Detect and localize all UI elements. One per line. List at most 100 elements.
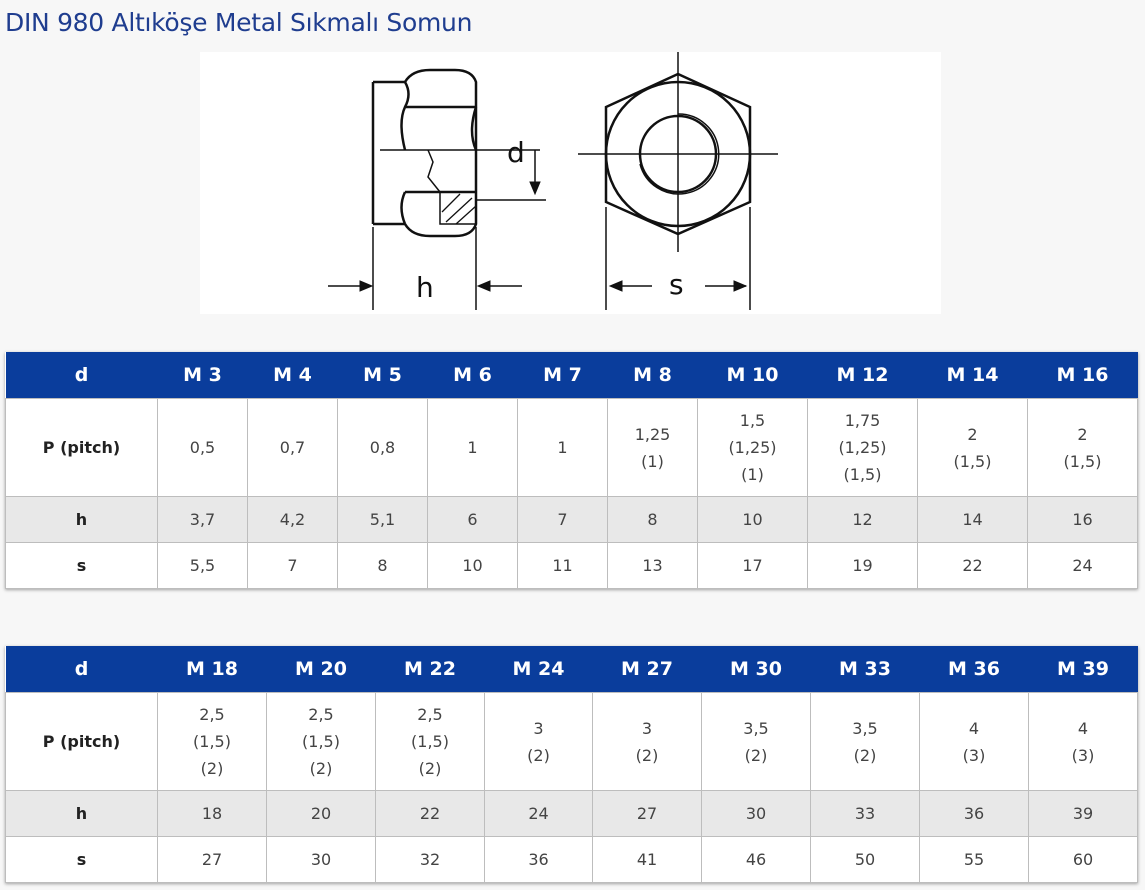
table-cell: 32 [375, 836, 485, 883]
table-cell: 50 [810, 836, 920, 883]
cell-value: 60 [1072, 850, 1094, 869]
table-cell: 1 [427, 398, 518, 497]
nut-drawing: d h s [328, 52, 778, 310]
table-cell: 3(2) [484, 692, 593, 791]
label-h: h [416, 271, 434, 304]
cell-value: 1 [557, 438, 568, 457]
table-cell: 3,7 [157, 496, 248, 543]
cell-value: 27 [201, 850, 223, 869]
cell-value: (3) [1071, 745, 1095, 765]
cell-value: 27 [636, 804, 658, 823]
cell-value: (1,5) [193, 732, 231, 751]
cell-value: (3) [962, 745, 986, 765]
table-cell: 60 [1028, 836, 1138, 883]
table-cell: 41 [592, 836, 702, 883]
column-header-size: M 8 [607, 352, 698, 399]
row-label: P (pitch) [5, 692, 158, 791]
cell-value: (1,5) [1063, 451, 1102, 471]
table-cell: 27 [157, 836, 267, 883]
cell-value: 24 [528, 804, 549, 823]
cell-value: 22 [419, 804, 441, 823]
table-cell: 33 [810, 790, 920, 837]
table-cell: 3(2) [592, 692, 702, 791]
table-cell: 1,25(1) [607, 398, 698, 497]
column-header-size: M 3 [157, 352, 248, 399]
cell-value: 1,5 [739, 411, 766, 430]
side-curve-right [470, 106, 478, 151]
column-header-size: M 36 [919, 646, 1029, 693]
cell-value: 2,5 [417, 705, 443, 724]
row-label: h [5, 790, 158, 837]
column-header-size: M 16 [1027, 352, 1138, 399]
cell-value: 18 [201, 804, 223, 823]
h-ext-lines [372, 227, 477, 310]
cell-value: (1) [741, 465, 764, 484]
side-outline-hex [403, 68, 478, 238]
cell-value: 0,7 [279, 438, 306, 457]
cell-value: 2,5 [308, 705, 334, 724]
table-cell: 10 [697, 496, 808, 543]
table-cell: 7 [517, 496, 608, 543]
row-label: h [5, 496, 158, 543]
cell-value: 4 [968, 718, 980, 738]
table-cell: 0,8 [337, 398, 428, 497]
column-header-size: M 33 [810, 646, 920, 693]
table-cell: 14 [917, 496, 1028, 543]
table-cell: 2 (1,5) [1027, 398, 1138, 497]
cell-value: 32 [419, 850, 441, 869]
table-cell: 10 [427, 542, 518, 589]
cell-value: 11 [552, 556, 573, 575]
insert-hatch [441, 193, 477, 225]
cell-value: (2) [853, 745, 877, 765]
table-cell: 36 [919, 790, 1029, 837]
table-cell: 22 [375, 790, 485, 837]
cell-value: (2) [635, 745, 659, 765]
cell-value: 8 [377, 556, 388, 575]
cell-value: 0,8 [369, 438, 396, 457]
column-header-size: M 18 [157, 646, 267, 693]
nut-diagram: d h s [200, 52, 941, 314]
cell-value: 24 [1072, 556, 1093, 575]
column-header-size: M 12 [807, 352, 918, 399]
table-cell: 4(3) [1028, 692, 1138, 791]
cell-value: (2) [309, 759, 333, 778]
table-cell: 5,5 [157, 542, 248, 589]
table-cell: 11 [517, 542, 608, 589]
table-cell: 3,5(2) [810, 692, 920, 791]
table-cell: 13 [607, 542, 698, 589]
cell-value: 1,25 [634, 424, 671, 444]
column-header-size: M 27 [592, 646, 702, 693]
cell-value: (2) [744, 745, 768, 765]
cell-value: 7 [557, 510, 568, 529]
table-cell: 27 [592, 790, 702, 837]
table-cell: 36 [484, 836, 593, 883]
column-header-size: M 24 [484, 646, 593, 693]
cell-value: (2) [200, 759, 224, 778]
side-curve-top [400, 81, 410, 151]
column-header-d: d [5, 646, 158, 693]
cell-value: 6 [467, 510, 478, 529]
cell-value: (1,5) [411, 732, 449, 751]
table-cell: 30 [701, 790, 811, 837]
cell-value: 36 [528, 850, 549, 869]
side-curve-bottom [400, 191, 407, 225]
table-cell: 4(3) [919, 692, 1029, 791]
table-cell: 3,5(2) [701, 692, 811, 791]
label-d: d [507, 136, 525, 169]
side-outline-caps [373, 80, 405, 226]
cell-value: (2) [418, 759, 442, 778]
cell-value: 5,5 [189, 556, 216, 575]
cell-value: 5,1 [369, 510, 396, 529]
cell-value: 36 [963, 804, 985, 823]
cell-value: 2 [1077, 424, 1088, 444]
column-header-size: M 6 [427, 352, 518, 399]
side-break [427, 149, 441, 193]
cell-value: 33 [854, 804, 876, 823]
table-cell: 4,2 [247, 496, 338, 543]
cell-value: (1,25) [838, 438, 887, 457]
row-label: s [5, 542, 158, 589]
cell-value: (1,5) [302, 732, 340, 751]
column-header-size: M 10 [697, 352, 808, 399]
